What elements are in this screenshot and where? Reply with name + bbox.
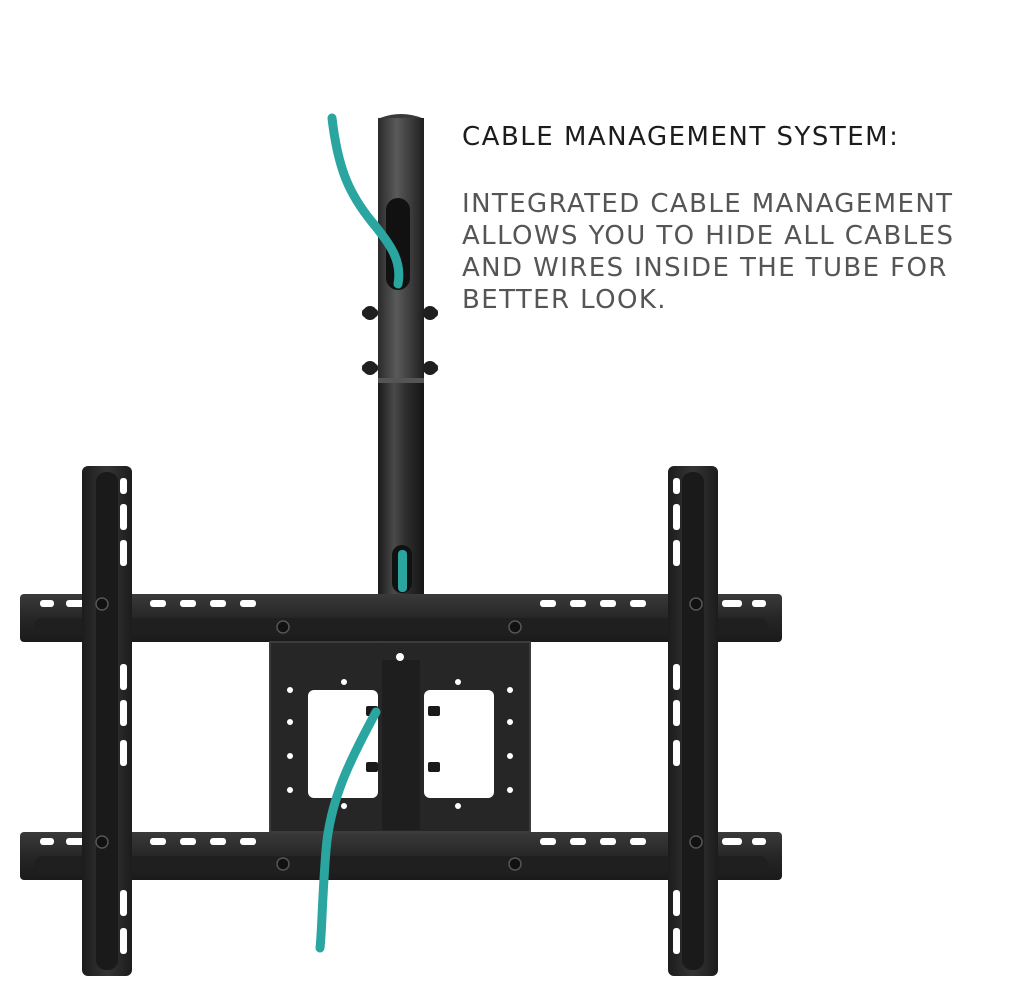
vertical-rail-left	[82, 466, 132, 976]
description-line: ALLOWS YOU TO HIDE ALL CABLES	[462, 221, 955, 251]
horizontal-bar-bottom	[20, 832, 782, 880]
description-line: AND WIRES INSIDE THE TUBE FOR	[462, 253, 948, 283]
vertical-rail-right	[668, 466, 718, 976]
description-line: INTEGRATED CABLE MANAGEMENT	[462, 189, 954, 219]
bar-screws	[276, 620, 522, 871]
plate-window-right	[424, 690, 494, 798]
cable-lower	[315, 707, 381, 953]
description-line: BETTER LOOK.	[462, 285, 667, 315]
plate-window-left	[308, 690, 378, 798]
feature-description: INTEGRATED CABLE MANAGEMENT ALLOWS YOU T…	[462, 188, 1012, 316]
cable-slot-upper	[386, 198, 410, 290]
pole-bolts	[362, 306, 438, 375]
central-mount-plate	[269, 641, 531, 833]
feature-headline: CABLE MANAGEMENT SYSTEM:	[462, 122, 900, 152]
feature-copy: CABLE MANAGEMENT SYSTEM: INTEGRATED CABL…	[462, 122, 1012, 316]
horizontal-bar-top	[20, 594, 782, 642]
